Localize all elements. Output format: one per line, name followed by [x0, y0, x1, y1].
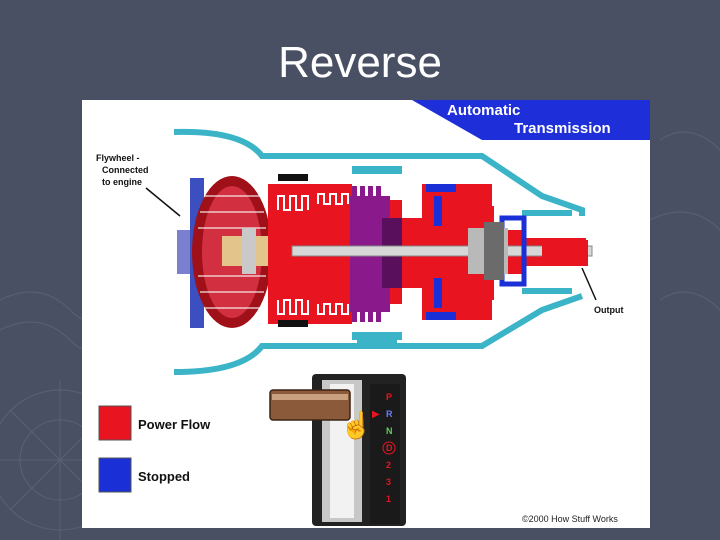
gear-letter: 2: [386, 460, 391, 470]
gear-shifter: [312, 374, 406, 526]
flywheel-label-3: to engine: [102, 177, 142, 187]
clutch-teeth: [277, 193, 349, 315]
legend-power-flow-label: Power Flow: [138, 417, 211, 432]
gear-letter: N: [386, 426, 393, 436]
diagram-canvas: Automatic Transmission: [96, 100, 650, 526]
output-shaft: [291, 245, 593, 257]
gear-letter: D: [386, 443, 393, 453]
output-label: Output: [594, 305, 624, 315]
legend-power-flow-swatch: [98, 405, 132, 441]
gear-letters: P R N D 2 3 1: [382, 392, 396, 504]
shift-lever-highlight: [272, 394, 348, 400]
sensor-top: [278, 174, 308, 181]
torque-converter: [177, 176, 292, 328]
legend-stopped-swatch: [98, 457, 132, 493]
sensor-bottom: [278, 320, 308, 327]
gear-letter: 1: [386, 494, 391, 504]
slide-title: Reverse: [278, 38, 442, 87]
flywheel-label-1: Flywheel -: [96, 153, 140, 163]
gear-letter: P: [386, 392, 392, 402]
flywheel-label-2: Connected: [102, 165, 149, 175]
gear-letter: 3: [386, 477, 391, 487]
output-gear: [468, 222, 508, 280]
casing-brackets: [357, 210, 572, 348]
gear-indicator-arrow: ▶: [372, 409, 380, 420]
output-pointer: [581, 267, 597, 301]
legend-stopped-label: Stopped: [138, 469, 190, 484]
header-line1: Automatic: [447, 102, 520, 119]
gear-letter-selected: R: [386, 409, 393, 419]
output-tail: [542, 240, 588, 266]
flywheel-pointer: [145, 187, 181, 217]
header-band: [412, 100, 650, 140]
header-line2: Transmission: [514, 120, 611, 137]
transmission-diagram: Automatic Transmission: [82, 100, 650, 528]
hand-cursor-icon: ☝: [340, 409, 372, 441]
gear-ring: [382, 441, 396, 455]
copyright-text: ©2000 How Stuff Works: [522, 514, 618, 524]
